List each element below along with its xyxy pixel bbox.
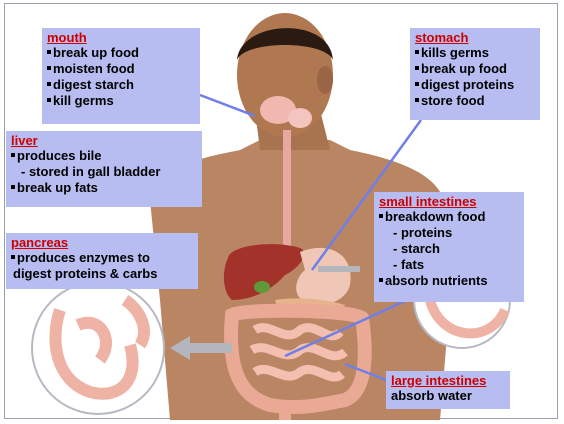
pancreas-title: pancreas <box>11 235 193 250</box>
mouth-item: kill germs <box>47 93 195 109</box>
pancreas-item: digest proteins & carbs <box>11 266 193 282</box>
stomach-title: stomach <box>415 30 535 45</box>
large-intestines-title: large intestines <box>391 373 505 388</box>
small-intestines-item: breakdown food <box>379 209 519 225</box>
pancreas-label-box: pancreas produces enzymes to digest prot… <box>6 233 198 289</box>
small-intestines-item: absorb nutrients <box>379 273 519 289</box>
liver-item: - stored in gall bladder <box>11 164 197 180</box>
small-intestines-item: - proteins <box>379 225 519 241</box>
large-intestines-label-box: large intestines absorb water <box>386 371 510 409</box>
stomach-item: store food <box>415 93 535 109</box>
small-intestines-label-box: small intestines breakdown food - protei… <box>374 192 524 302</box>
liver-item: produces bile <box>11 148 197 164</box>
mouth-label-box: mouth break up food moisten food digest … <box>42 28 200 124</box>
large-intestines-item: absorb water <box>391 388 505 404</box>
stomach-label-box: stomach kills germs break up food digest… <box>410 28 540 120</box>
mouth-item: break up food <box>47 45 195 61</box>
salivary-gland <box>288 108 312 128</box>
small-intestines-item: - fats <box>379 257 519 273</box>
liver-item: break up fats <box>11 180 197 196</box>
stomach-item: break up food <box>415 61 535 77</box>
small-intestines-title: small intestines <box>379 194 519 209</box>
liver-label-box: liver produces bile - stored in gall bla… <box>6 131 202 207</box>
mouth-item: digest starch <box>47 77 195 93</box>
arrow-right <box>318 266 360 272</box>
small-intestines-item: - starch <box>379 241 519 257</box>
stomach-item: kills germs <box>415 45 535 61</box>
mouth-item: moisten food <box>47 61 195 77</box>
ear <box>317 66 333 94</box>
pancreas-item: produces enzymes to <box>11 250 193 266</box>
gall-bladder <box>254 281 270 293</box>
stomach-item: digest proteins <box>415 77 535 93</box>
liver-title: liver <box>11 133 197 148</box>
mouth-title: mouth <box>47 30 195 45</box>
